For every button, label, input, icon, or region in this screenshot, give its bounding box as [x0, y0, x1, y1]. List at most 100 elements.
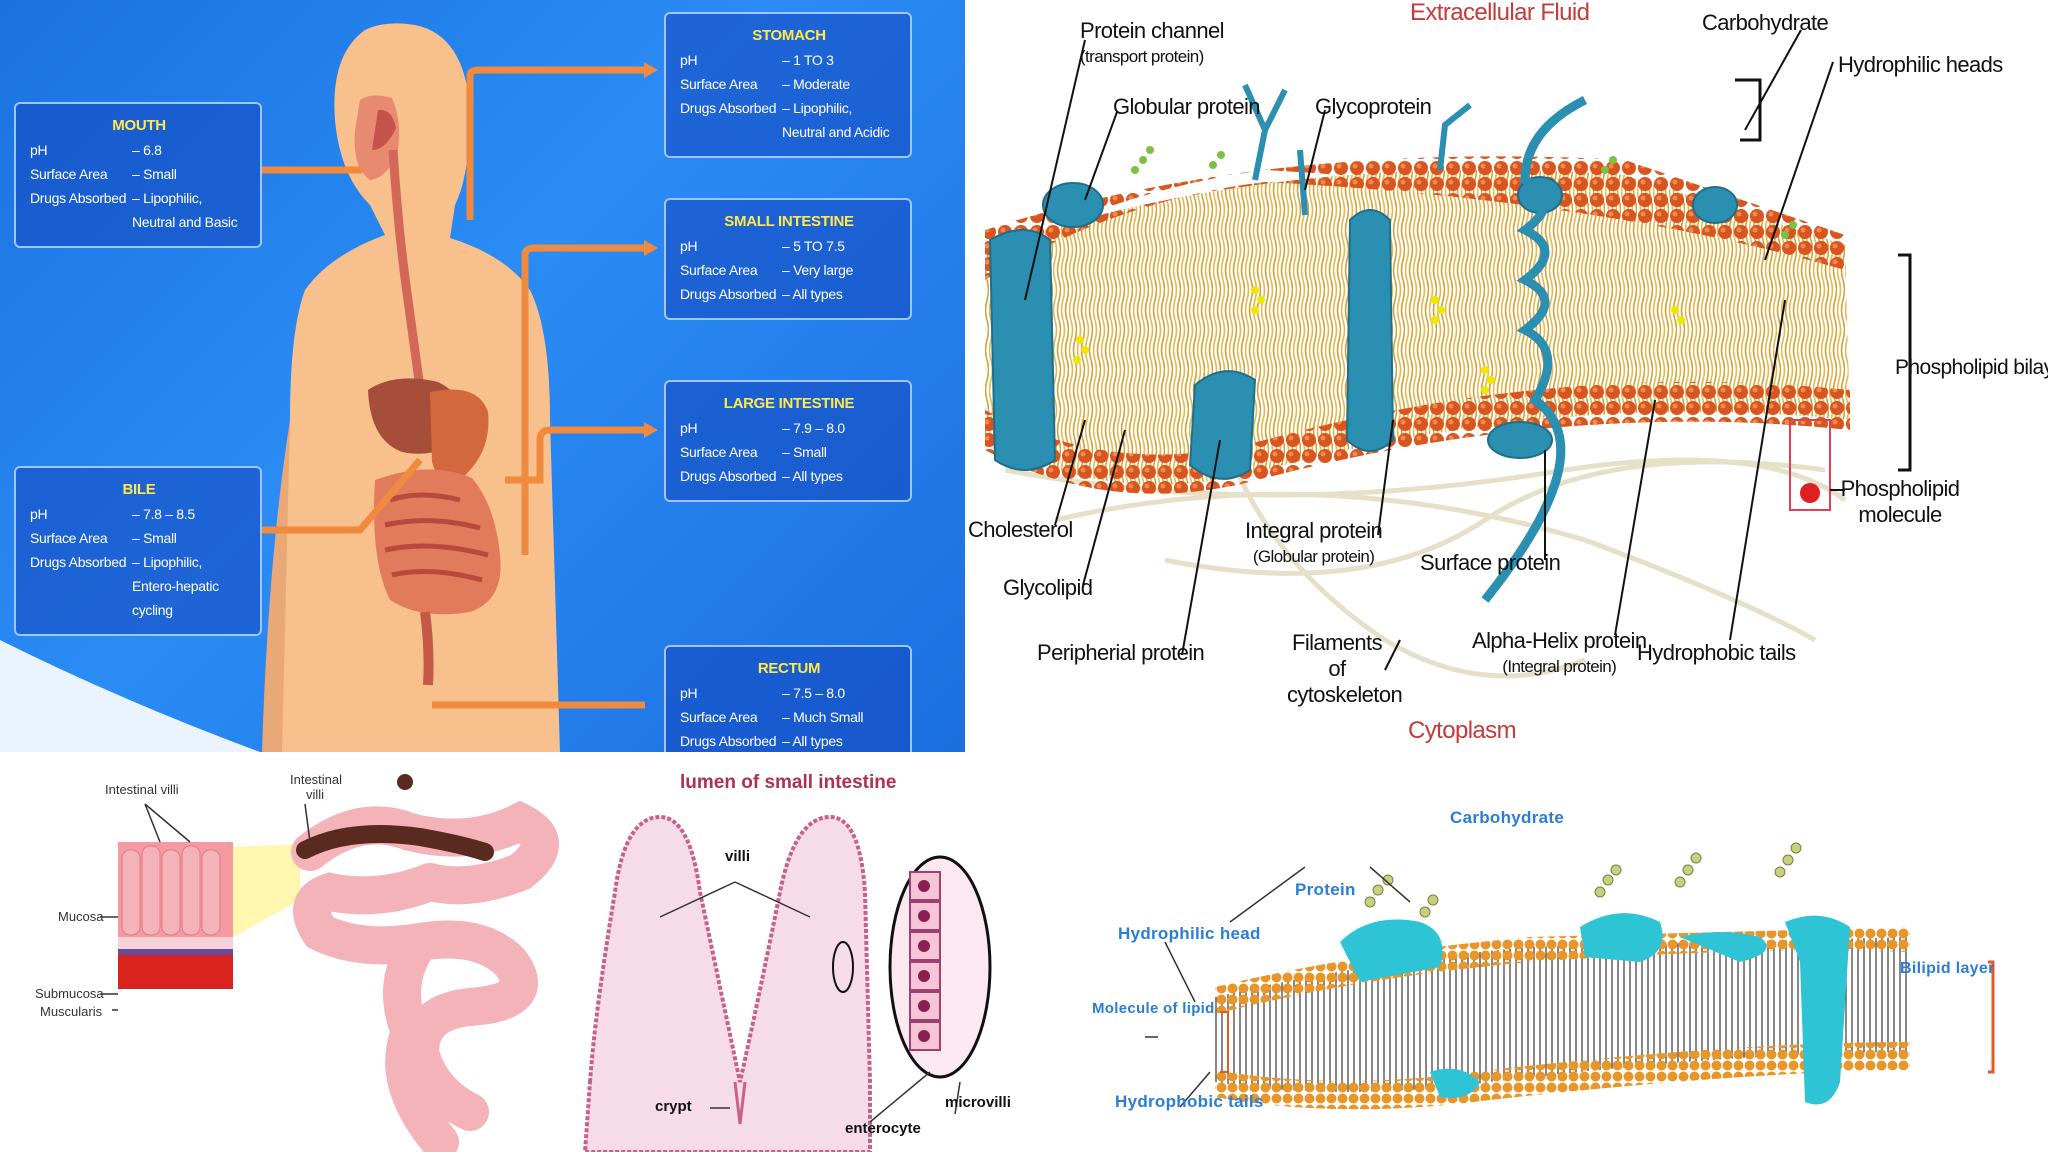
cytoplasm-label: Cytoplasm: [1408, 717, 1517, 744]
drugs-value: Lipophilic, Neutral and Acidic: [782, 96, 898, 144]
connector-arrows: [262, 66, 645, 709]
bilipid-layer-label: Bilipid layer: [1900, 960, 1995, 977]
intestines: [374, 469, 501, 686]
intestine-end: [397, 774, 413, 790]
arrow-small-intestine: [521, 244, 645, 555]
muscularis-label: Muscularis: [40, 1004, 103, 1019]
arrow-stomach: [466, 66, 645, 220]
drugs-value: All types: [782, 282, 898, 306]
lipid-bilayer-panel: Carbohydrate Protein Hydrophilic head Mo…: [1040, 752, 2048, 1152]
molecule-of-lipid-label: Molecule of lipid: [1092, 1000, 1215, 1017]
villi-label: villi: [725, 848, 751, 865]
arrow-bile: [262, 457, 423, 534]
zoom-callout: [233, 844, 300, 937]
glycolipid-label: Glycolipid: [1003, 575, 1093, 600]
cell-membrane-panel: Extracellular Fluid Protein channel (tra…: [965, 0, 2048, 752]
protein-left: [1340, 919, 1443, 982]
box-title: RECTUM: [757, 660, 821, 677]
surface-value: Very large: [782, 258, 898, 282]
drugs-key: Drugs Absorbed: [680, 100, 777, 116]
bilayer-bracket: [1898, 253, 1912, 472]
villi-illustration: [100, 774, 992, 1152]
ph-value: 6.8: [132, 138, 248, 162]
info-box-bile: BILE pH7.8 – 8.5 Surface AreaSmall Drugs…: [14, 466, 262, 636]
integral-protein-label: Integral protein (Globular protein): [1245, 518, 1383, 570]
gi-tract-illustration: [0, 23, 658, 752]
heads-bracket: [1735, 78, 1762, 142]
membrane-proteins: [988, 176, 1738, 480]
lipid-bilayer-illustration: [1145, 842, 1995, 1110]
ph-value: 5 TO 7.5: [782, 234, 898, 258]
alpha-helix-text: Alpha-Helix protein: [1472, 628, 1647, 653]
mouth-throat: [354, 95, 425, 389]
integral-protein: [1345, 209, 1395, 452]
ph-value: 7.9 – 8.0: [782, 416, 898, 440]
arrow-heads: [644, 62, 658, 438]
drugs-key: Drugs Absorbed: [30, 190, 127, 206]
cell-nuclei: [918, 880, 930, 1042]
ph-key: pH: [680, 685, 698, 701]
lumen-title: lumen of small intestine: [680, 772, 897, 793]
opened-section: [296, 825, 494, 861]
lipid-pointers: [1145, 866, 1411, 1108]
ph-value: 1 TO 3: [782, 48, 898, 72]
villi-cross-section: [582, 814, 872, 1152]
surface-key: Surface Area: [30, 166, 108, 182]
phospholipid-bilayer-label: Phospholipid bilayer: [1895, 356, 2048, 379]
drugs-key: Drugs Absorbed: [680, 286, 777, 302]
phospholipid-molecule-box: [1789, 419, 1831, 511]
alpha-helix-sub: (Integral protein): [1502, 657, 1617, 676]
villi-pointers: [100, 803, 961, 1123]
surface-protein-label: Surface protein: [1420, 550, 1561, 575]
lipid-proteins: [1340, 913, 1850, 1105]
info-box-small-intestine: SMALL INTESTINE pH5 TO 7.5 Surface AreaV…: [664, 198, 912, 320]
carbohydrate-label: Carbohydrate: [1702, 10, 1829, 35]
peripheral-protein-label: Peripherial protein: [1037, 640, 1205, 665]
info-box-rectum: RECTUM pH7.5 – 8.0 Surface AreaMuch Smal…: [664, 645, 912, 752]
protein-transmembrane: [1785, 915, 1850, 1105]
glycoprotein-label: Glycoprotein: [1315, 94, 1432, 119]
enterocyte-label: enterocyte: [845, 1120, 921, 1137]
ph-key: pH: [680, 52, 698, 68]
cholesterol-molecules: [1073, 286, 1685, 394]
phospholipid-head: [1800, 483, 1820, 503]
enterocyte-cells: [909, 871, 941, 1051]
surface-value: Small: [132, 526, 248, 550]
ph-key: pH: [680, 420, 698, 436]
intestine-coils: [291, 800, 559, 1152]
surface-key: Surface Area: [680, 444, 758, 460]
molecule-bracket: [1220, 1011, 1229, 1073]
intestinal-villi-top-label: Intestinal villi: [290, 772, 343, 802]
zoom-marker: [832, 941, 854, 993]
box-title: MOUTH: [112, 117, 166, 134]
ph-value: 7.8 – 8.5: [132, 502, 248, 526]
surface-value: Small: [132, 162, 248, 186]
drugs-value: Lipophilic, Entero-hepatic cycling: [132, 550, 248, 622]
pointer-lines: [1024, 29, 1845, 671]
drugs-value: Lipophilic, Neutral and Basic: [132, 186, 248, 234]
surface-key: Surface Area: [680, 76, 758, 92]
protein-channel-text: Protein channel: [1080, 18, 1224, 43]
surface-value: Small: [782, 440, 898, 464]
hydrophobic-tails-label: Hydrophobic tails: [1637, 640, 1796, 665]
box-title: STOMACH: [752, 27, 826, 44]
drugs-key: Drugs Absorbed: [680, 733, 777, 749]
surface-value: Much Small: [782, 705, 898, 729]
protein-channel-sub: (transport protein): [1080, 47, 1204, 66]
carbohydrate-chains: [1364, 842, 1802, 918]
globular-protein-label: Globular protein: [1113, 94, 1261, 119]
glycolipid-chains: [1131, 146, 1797, 239]
glycoprotein-chains: [1242, 83, 1472, 216]
box-title: SMALL INTESTINE: [724, 213, 854, 230]
drugs-value: All types: [782, 464, 898, 488]
filaments-label: Filaments of cytoskeleton: [1287, 630, 1403, 707]
alpha-helix-label: Alpha-Helix protein (Integral protein): [1472, 628, 1647, 680]
hydrophilic-heads-label: Hydrophilic heads: [1838, 52, 2003, 77]
cholesterol-label: Cholesterol: [968, 517, 1073, 542]
box-title: LARGE INTESTINE: [723, 395, 855, 412]
hydrophilic-head-label: Hydrophilic head: [1118, 924, 1261, 943]
box-title: BILE: [122, 481, 156, 498]
peripheral-protein: [1188, 370, 1257, 480]
mucosa-label: Mucosa: [58, 909, 104, 924]
submucosa-label: Submucosa: [35, 986, 104, 1001]
